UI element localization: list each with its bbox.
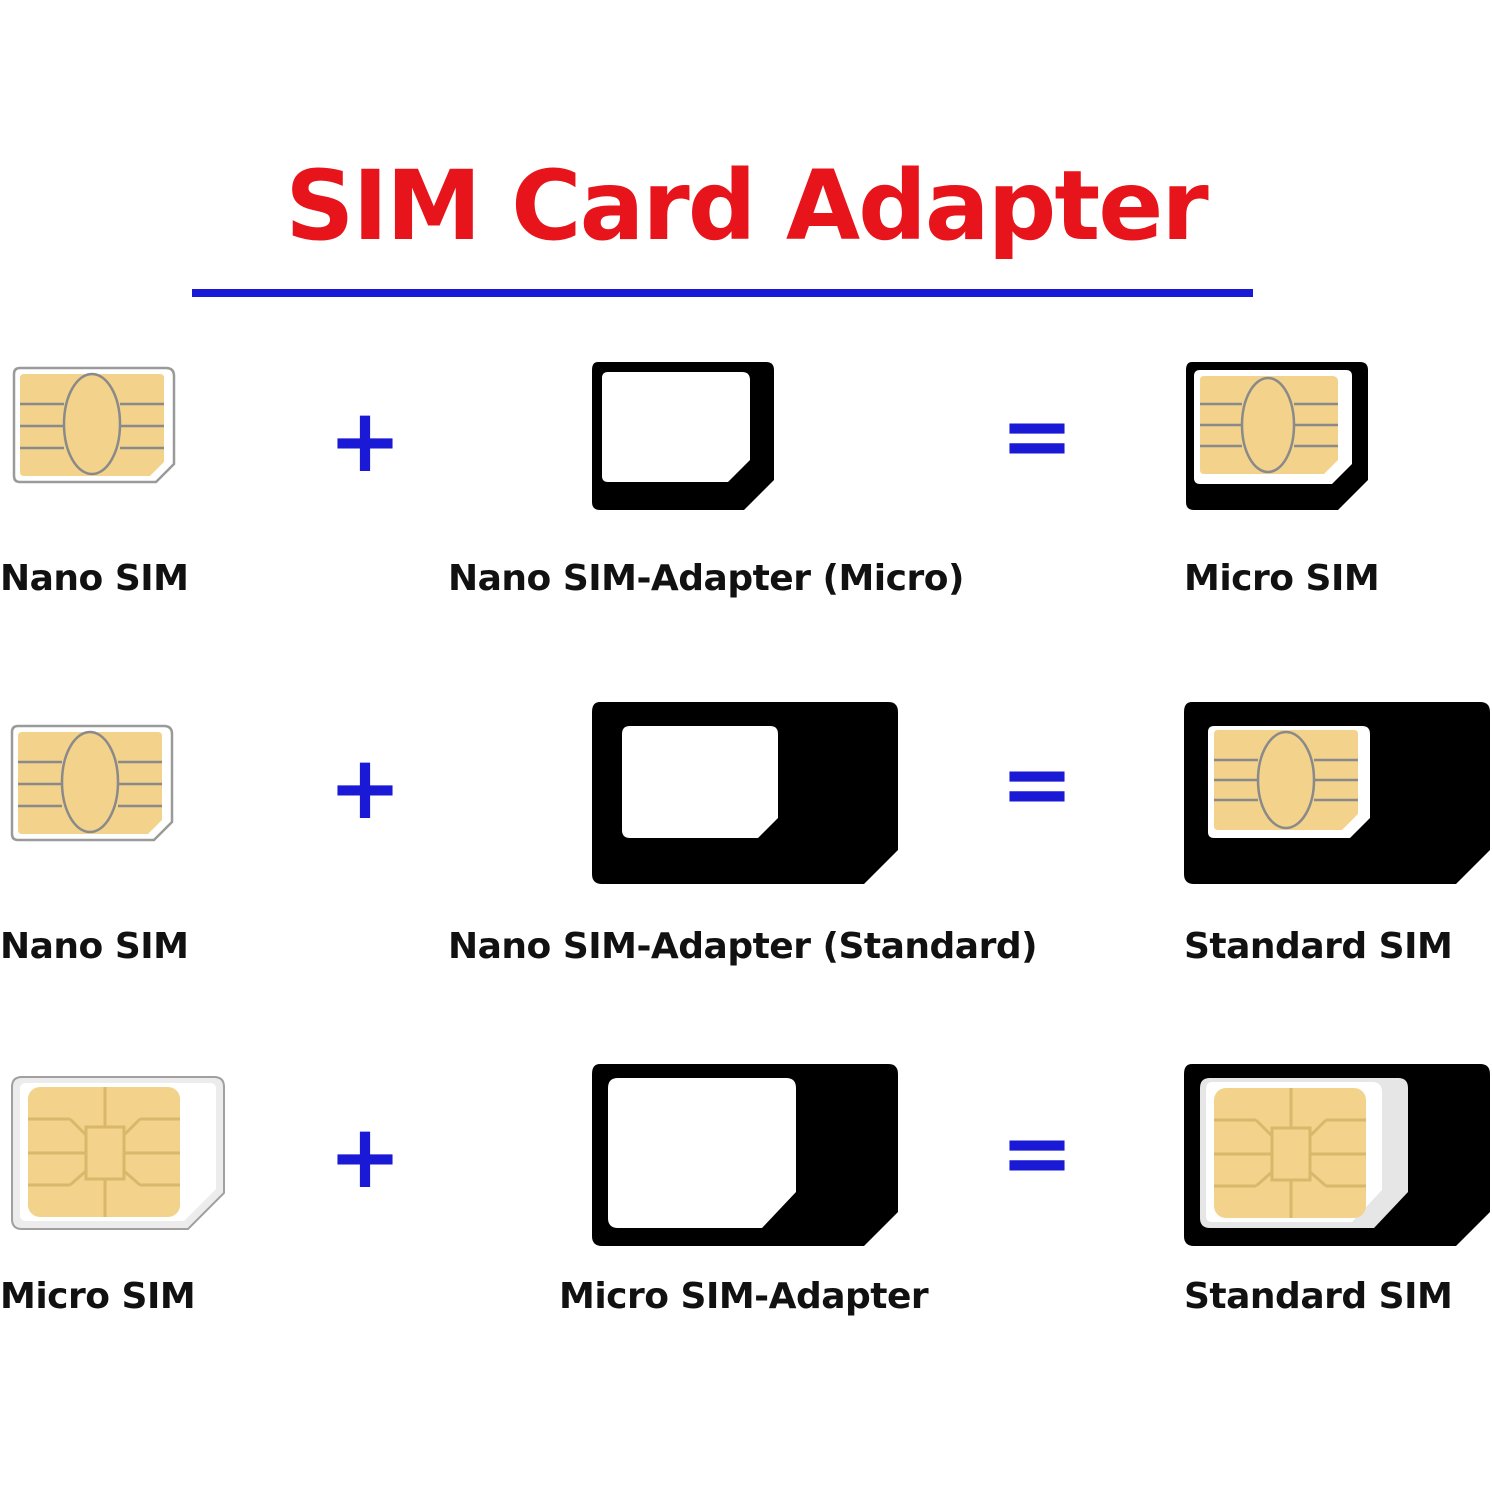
plus-sign: + [328, 736, 402, 839]
equals-sign: = [1000, 732, 1074, 835]
row3-adapter-label: Micro SIM-Adapter [559, 1276, 929, 1317]
micro-to-standard-adapter [592, 1064, 898, 1246]
page-title: SIM Card Adapter [285, 150, 1208, 262]
row1-adapter-label: Nano SIM-Adapter (Micro) [448, 558, 964, 599]
plus-sign: + [328, 1105, 402, 1208]
plus-sign: + [328, 389, 402, 492]
nano-sim-card [10, 724, 174, 842]
nano-to-standard-adapter [592, 702, 898, 884]
standard-sim-result [1184, 702, 1490, 884]
equals-sign: = [1000, 384, 1074, 487]
nano-sim-card [12, 366, 176, 484]
nano-to-micro-adapter [592, 362, 774, 510]
row3-input-label: Micro SIM [0, 1276, 196, 1317]
row2-result-label: Standard SIM [1184, 926, 1453, 967]
standard-sim-result [1184, 1064, 1490, 1246]
title-underline [192, 289, 1253, 297]
row3-result-label: Standard SIM [1184, 1276, 1453, 1317]
row1-input-label: Nano SIM [0, 558, 189, 599]
row2-adapter-label: Nano SIM-Adapter (Standard) [448, 926, 1038, 967]
equals-sign: = [1000, 1101, 1074, 1204]
row2-input-label: Nano SIM [0, 926, 189, 967]
row1-result-label: Micro SIM [1184, 558, 1380, 599]
micro-sim-result [1186, 362, 1368, 510]
micro-sim-card [11, 1076, 225, 1230]
